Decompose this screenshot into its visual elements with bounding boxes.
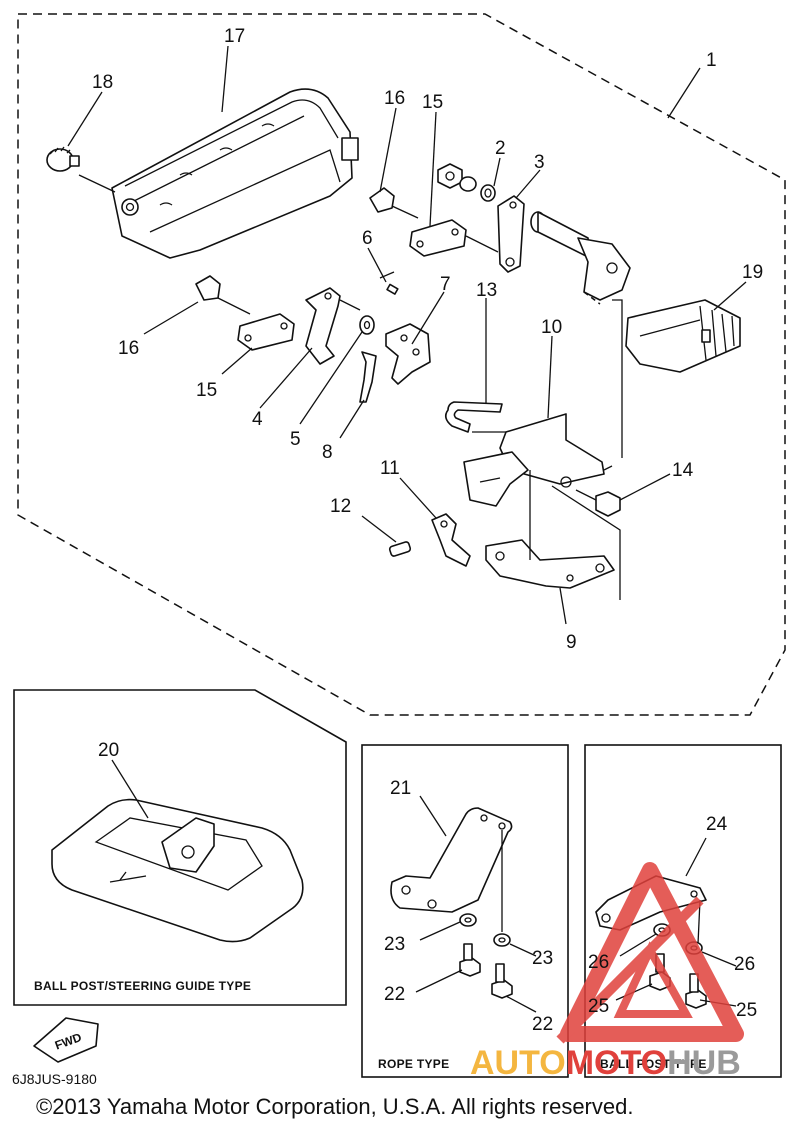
copyright-text: ©2013 Yamaha Motor Corporation, U.S.A. A… xyxy=(36,1094,633,1119)
part-2-washers xyxy=(437,163,496,202)
label-23-right: 23 xyxy=(532,948,553,969)
label-9: 9 xyxy=(566,632,577,653)
watermark-text: AUTOMOTOHUB xyxy=(470,1044,741,1082)
panel-ball-post-type xyxy=(584,744,782,1078)
label-23-left: 23 xyxy=(384,934,405,955)
watermark-triangle-inner xyxy=(613,941,693,1018)
label-15-lower: 15 xyxy=(196,380,217,401)
label-18: 18 xyxy=(92,72,113,93)
caption-ball-post-type: BALL POST TYPE xyxy=(600,1057,707,1071)
part-4-lever xyxy=(305,287,361,365)
label-5: 5 xyxy=(290,429,301,450)
label-1: 1 xyxy=(706,50,717,71)
rope-washers-bolts xyxy=(415,913,537,1013)
part-10-bracket xyxy=(463,413,613,507)
assembly-outline xyxy=(17,13,786,716)
caption-ball-post-steering: BALL POST/STEERING GUIDE TYPE xyxy=(34,979,251,993)
label-13: 13 xyxy=(476,280,497,301)
part-6-pin xyxy=(386,283,399,295)
label-16-lower: 16 xyxy=(118,338,139,359)
part-12-pin xyxy=(388,541,412,557)
leader-lines xyxy=(67,45,747,625)
label-26-right: 26 xyxy=(734,954,755,975)
part-8-rod xyxy=(359,351,377,403)
part-16-clip-upper xyxy=(369,187,419,219)
part-11-lever xyxy=(431,513,471,567)
label-20: 20 xyxy=(98,740,119,761)
label-2: 2 xyxy=(495,138,506,159)
label-24: 24 xyxy=(706,814,728,835)
label-21: 21 xyxy=(390,778,411,799)
watermark-slash xyxy=(556,896,704,1044)
part-3-lever xyxy=(497,195,525,273)
label-19: 19 xyxy=(742,262,763,283)
part-19-boot xyxy=(625,299,741,373)
label-16-upper: 16 xyxy=(384,88,405,109)
label-7: 7 xyxy=(440,274,451,295)
watermark-logo xyxy=(556,862,744,1044)
label-11: 11 xyxy=(380,458,400,479)
label-4: 4 xyxy=(252,409,263,430)
label-26-left: 26 xyxy=(588,952,609,973)
part-9-bracket xyxy=(485,539,615,589)
watermark-text-part3: HUB xyxy=(667,1044,741,1082)
part-16-clip-lower xyxy=(195,275,251,315)
label-15-upper: 15 xyxy=(422,92,443,113)
label-3: 3 xyxy=(534,152,545,173)
label-14: 14 xyxy=(672,460,694,481)
label-10: 10 xyxy=(541,317,562,338)
caption-rope-type: ROPE TYPE xyxy=(378,1057,449,1071)
label-12: 12 xyxy=(330,496,351,517)
part-18-knob xyxy=(46,146,116,193)
panel-rope-type xyxy=(361,744,569,1078)
part-15-connector-lower xyxy=(237,313,295,351)
watermark-text-part1: AUTO xyxy=(470,1044,566,1082)
guide-lines xyxy=(379,271,623,600)
part-17-cover xyxy=(111,88,359,259)
part-21-plate xyxy=(390,795,513,932)
fwd-arrow xyxy=(33,1017,99,1063)
watermark-triangle-outer xyxy=(560,862,744,1042)
label-25-left: 25 xyxy=(588,996,609,1017)
label-8: 8 xyxy=(322,442,333,463)
part-7-lever xyxy=(385,323,431,385)
label-22-right: 22 xyxy=(532,1014,553,1035)
label-17: 17 xyxy=(224,26,245,47)
watermark-text-part2: MOTO xyxy=(566,1044,667,1082)
label-22-left: 22 xyxy=(384,984,405,1005)
part-20-guide xyxy=(51,759,304,943)
panel-ball-post-steering xyxy=(13,689,347,1006)
part-5-washer xyxy=(359,315,375,335)
part-labels: 1 2 3 4 5 6 7 8 9 10 11 12 13 14 15 15 1… xyxy=(92,26,763,1035)
shaft-assembly xyxy=(530,211,631,305)
label-6: 6 xyxy=(362,228,373,249)
part-14-bolt xyxy=(575,489,621,517)
label-25-right: 25 xyxy=(736,1000,757,1021)
part-15-connector-upper xyxy=(409,219,499,257)
drawing-code: 6J8JUS-9180 xyxy=(12,1071,97,1087)
part-13-pin xyxy=(444,401,503,433)
